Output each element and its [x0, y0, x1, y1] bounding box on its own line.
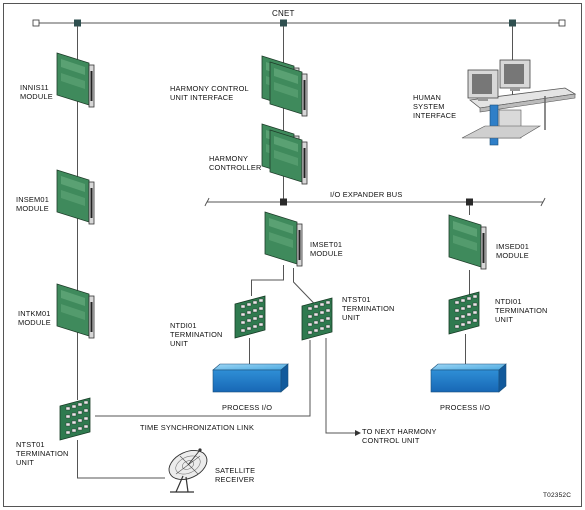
process-io-box-left — [212, 363, 289, 393]
process-io-left-label: PROCESS I/O — [222, 403, 273, 412]
time-sync-link-label: TIME SYNCHRONIZATION LINK — [140, 423, 255, 432]
innis11-module-card — [56, 52, 95, 108]
cnet-bus — [32, 19, 566, 27]
next-hcu-arrow — [355, 430, 361, 436]
hcu-interface-cards — [261, 55, 308, 117]
imsed01-module-card — [448, 214, 487, 270]
time-sync-link-line — [95, 340, 311, 417]
figure-code: T02352C — [543, 492, 572, 499]
imset01-to-ntdi01-line — [251, 265, 284, 296]
ntst01-left-board — [59, 397, 91, 441]
imset01-module-card — [264, 211, 303, 267]
satellite-link-line — [77, 440, 165, 479]
io-expander-bus — [204, 197, 546, 215]
ntdi01-right-board — [448, 291, 480, 335]
insem01-module-card — [56, 169, 95, 225]
cnet-label: CNET — [272, 9, 295, 18]
ntdi01-mid-board — [234, 295, 266, 339]
harmony-controller-cards — [261, 123, 308, 185]
next-hcu-line — [325, 338, 355, 434]
workstation-icon — [461, 59, 577, 146]
io-expander-bus-label: I/O EXPANDER BUS — [330, 190, 403, 199]
intkm01-module-card — [56, 283, 95, 339]
diagram-frame — [3, 3, 582, 507]
imset01-to-ntst01-line — [293, 268, 319, 309]
ntst01-mid-board — [301, 297, 333, 341]
process-io-box-right — [430, 363, 507, 393]
process-io-right-label: PROCESS I/O — [440, 403, 491, 412]
satellite-dish-icon — [168, 448, 208, 493]
